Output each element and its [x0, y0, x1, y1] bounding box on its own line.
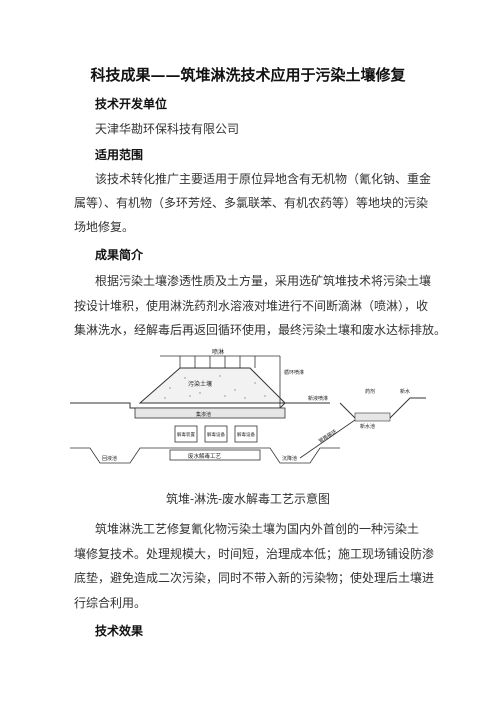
label-new-pool: 新水池: [360, 423, 375, 430]
desc-line-3: 底垫，避免造成二次污染，同时不带入新的污染物；使处理后土壤进: [74, 571, 435, 585]
label-soil: 污染土壤: [188, 380, 212, 388]
figure-caption: 筑堆-淋洗-废水解毒工艺示意图: [165, 492, 331, 506]
label-spray: 喷淋: [212, 348, 224, 356]
ground-line: [70, 402, 330, 409]
new-pool: [354, 412, 391, 422]
soil-heap: [138, 367, 287, 404]
summary-line-1: 根据污染土壤渗透性质及土方量，采用选矿筑堆技术将污染土壤: [95, 274, 432, 288]
tank-2: [204, 425, 228, 443]
heading-scope: 适用范围: [95, 148, 144, 162]
desc-line-2: 壤修复技术。处理规模大，时间短，治理成本低；施工现场铺设防渗: [74, 547, 435, 561]
label-tank-1: 解毒装置: [177, 431, 195, 438]
heading-developer: 技术开发单位: [95, 97, 168, 111]
label-circulation: 循环喷淋: [284, 369, 304, 376]
scope-line-1: 该技术转化推广主要适用于原位异地含有无机物（氰化钠、重金: [95, 172, 432, 186]
scope-line-3: 场地修复。: [74, 220, 135, 234]
tank-1: [174, 425, 198, 443]
heading-effect: 技术效果: [95, 624, 144, 638]
summary-line-3: 集淋洗水，经解毒后再返回循环使用，最终污染土壤和废水达标排放。: [74, 323, 447, 337]
label-reagent: 药剂: [365, 388, 375, 395]
label-tank-2: 解毒设备: [207, 431, 225, 438]
label-collect-pool: 回液池: [102, 455, 117, 462]
desc-line-4: 行综合利用。: [74, 596, 147, 610]
label-tank-3: 解毒设备: [237, 431, 255, 438]
label-clean-water: 新水: [400, 388, 410, 395]
summary-line-2: 按设计堆积，使用淋洗药剂水溶液对堆进行不间断滴淋（喷淋），收: [74, 299, 429, 313]
developer-name: 天津华勘环保科技有限公司: [95, 122, 240, 136]
tank-3: [234, 425, 258, 443]
label-pipe: 管路输送: [317, 428, 338, 445]
process-diagram: 喷淋 污染土壤 循环喷淋 集渗池 新液喷淋 药剂 新水 新水池 管路输送 解毒装…: [70, 348, 426, 464]
drain-basin: [134, 407, 286, 419]
label-settle-pool: 沉降池: [282, 455, 297, 462]
label-fresh-spray: 新液喷淋: [308, 395, 328, 402]
heading-summary: 成果简介: [95, 248, 144, 262]
process-box: [169, 449, 261, 461]
scope-line-2: 属等）、有机物（多环芳烃、多氯联苯、有机农药等）等地块的污染: [74, 196, 429, 210]
label-waste-process: 废水解毒工艺: [188, 452, 222, 460]
lower-ground: [70, 447, 340, 464]
desc-line-1: 筑堆淋洗工艺修复氰化物污染土壤为国内外首创的一种污染土: [95, 522, 420, 536]
label-drain: 集渗池: [196, 411, 211, 418]
page-title: 科技成果——筑堆淋洗技术应用于污染土壤修复: [90, 66, 406, 84]
